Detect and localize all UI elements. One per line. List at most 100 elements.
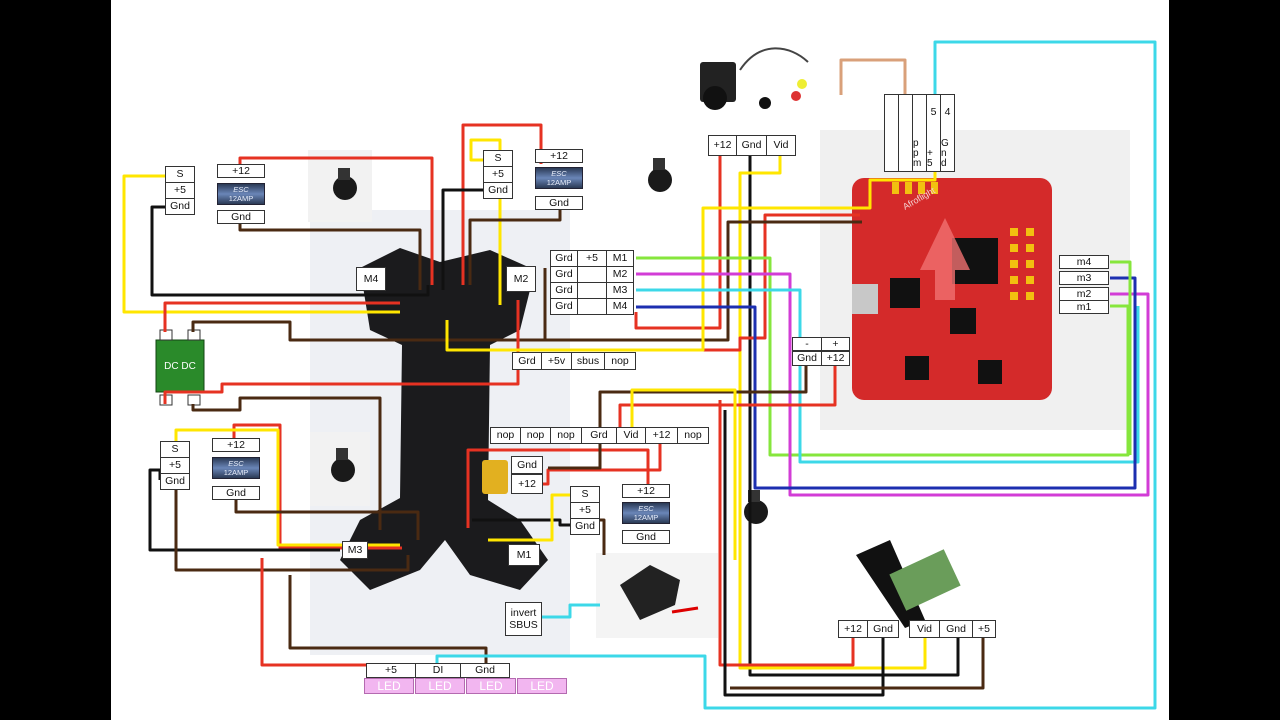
motor-photo-3 [310, 432, 370, 506]
fc-power-minus: - [792, 337, 822, 351]
fc-m2-label: m2 [1059, 287, 1109, 301]
esc1-12v-label: +12 [217, 164, 265, 178]
fpv-camera [700, 47, 809, 110]
led-hdr-gnd: Gnd [460, 663, 510, 678]
vtx-gnd: Gnd [939, 620, 973, 638]
esc2-5v-label: +5 [483, 166, 513, 183]
esc4-rating: 12AMP [633, 513, 659, 522]
wire-black-topmid [441, 188, 484, 290]
wire-green-m4-top [1110, 260, 1132, 455]
esc1-5v-label: +5 [165, 182, 195, 199]
esc4-gnd-out-label: Gnd [622, 530, 670, 544]
wire-brown-botmid [600, 518, 606, 555]
wire-black-botmid [472, 518, 570, 527]
receiver [620, 565, 680, 620]
wire-cyan-sbus [541, 603, 600, 619]
wire-cyan-m3 [636, 288, 1140, 464]
esc1-s-label: S [165, 166, 195, 183]
esc4-12v-label: +12 [622, 484, 670, 498]
vtx-antenna [856, 540, 961, 628]
rx-5v: +5v [541, 352, 572, 370]
wire-red-pdb [542, 444, 662, 486]
led-strip-2: LED [415, 678, 465, 694]
mt-r1-b: +5 [577, 250, 607, 267]
esc2-brand: ESC [551, 169, 567, 178]
camera-gnd-label: Gnd [736, 135, 767, 156]
fc-hdr-blank2 [898, 94, 913, 172]
esc3-gnd-out-label: Gnd [212, 486, 260, 500]
camera-vid-label: Vid [766, 135, 796, 156]
esc4-5v-label: +5 [570, 502, 600, 519]
esc2-s-label: S [483, 150, 513, 167]
fc-power-plus: + [821, 337, 850, 351]
wire-red-dcdc [163, 301, 400, 332]
pdb-c7: nop [677, 427, 709, 444]
wire-brown-fc [520, 220, 862, 342]
wire-brown-topmid [468, 210, 562, 285]
vtx-power-12v: +12 [838, 620, 868, 638]
fc-hdr-blank1 [884, 94, 899, 172]
wire-red-vtx [718, 400, 855, 667]
fc-chip-5 [905, 356, 929, 380]
fc-power-gnd: Gnd [792, 351, 822, 366]
wire-brown-pdb [548, 444, 602, 470]
wire-red-fcpower [618, 366, 837, 428]
motor-photo-1 [308, 150, 372, 222]
motor-photo-2 [648, 158, 672, 192]
esc1-gnd-label: Gnd [165, 198, 195, 215]
rx-nop: nop [604, 352, 636, 370]
esc2-rating: 12AMP [546, 178, 572, 187]
wire-yellow-fc [445, 95, 937, 352]
motor-m1-label: M1 [508, 544, 540, 566]
esc4-s-label: S [570, 486, 600, 503]
wire-red-fc [560, 213, 860, 352]
rx-sbus: sbus [571, 352, 605, 370]
motor-m3-label: M3 [342, 541, 368, 559]
wire-yellow-camera [738, 156, 927, 670]
mt-r4-b [577, 298, 607, 315]
motor-photo-4 [744, 490, 768, 524]
pdb-c3: nop [550, 427, 582, 444]
esc3-rating: 12AMP [223, 468, 249, 477]
mt-r4-a: Grd [550, 298, 578, 315]
mt-r3-b [577, 282, 607, 299]
pdb-c6: +12 [645, 427, 678, 444]
wire-magenta-m2 [636, 272, 1150, 497]
wire-red-topmid [461, 123, 543, 285]
led-strip-1: LED [364, 678, 414, 694]
fc-pin-headers [892, 182, 1034, 300]
vtx-5v: +5 [972, 620, 996, 638]
fc-chip-2 [890, 278, 920, 308]
pdb-c2: nop [520, 427, 551, 444]
wire-yellow-vid [630, 388, 737, 560]
wire-brown-vtx5 [730, 638, 985, 690]
fc-chip-4 [978, 360, 1002, 384]
wire-yellow-botleft [174, 428, 400, 547]
wire-tan-camera [839, 58, 907, 95]
esc4-gnd-label: Gnd [570, 518, 600, 535]
esc2-gnd-label: Gnd [483, 182, 513, 199]
led-hdr-5v: +5 [366, 663, 416, 678]
esc3-brand: ESC [228, 459, 244, 468]
dcdc-board [155, 339, 205, 393]
battery-12v: +12 [511, 474, 543, 494]
wire-red-led [260, 558, 390, 667]
quad-frame [340, 248, 548, 590]
esc3-s-label: S [160, 441, 190, 458]
mt-r4-c: M4 [606, 298, 634, 315]
battery-gnd: Gnd [511, 456, 543, 474]
pdb-c4: Grd [581, 427, 617, 444]
esc2-gnd-out-label: Gnd [535, 196, 583, 210]
dcdc-label: DC DC [164, 361, 196, 372]
esc4-brand: ESC [638, 504, 654, 513]
fc-arrow [920, 218, 970, 300]
mt-r1-c: M1 [606, 250, 634, 267]
fc-m3-label: m3 [1059, 271, 1109, 285]
mt-r2-b [577, 266, 607, 283]
wire-black-vtx [723, 410, 885, 697]
wire-brown-dcdc-2 [191, 396, 382, 530]
